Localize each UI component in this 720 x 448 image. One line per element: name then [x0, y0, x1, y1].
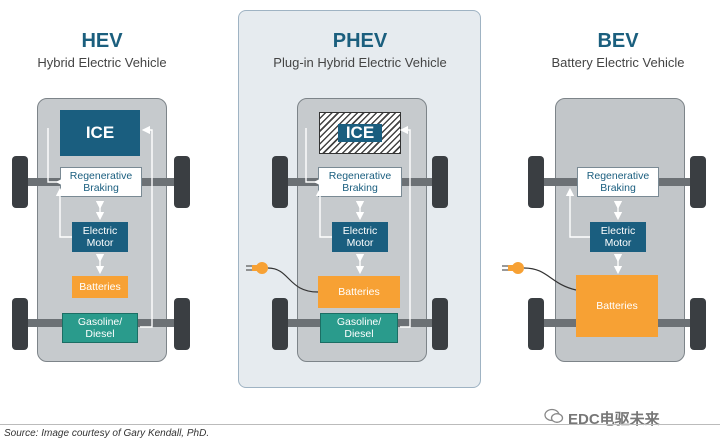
bev-wheel-rear-left: [528, 298, 544, 350]
hev-wheel-rear-right: [174, 298, 190, 350]
hev-fuel-tank-block: Gasoline/ Diesel: [62, 313, 138, 343]
hev-wheel-rear-left: [12, 298, 28, 350]
phev-motor-regen-link: [315, 187, 332, 238]
phev-ice-label: ICE: [337, 124, 383, 142]
bev-subtitle: Battery Electric Vehicle: [551, 55, 685, 70]
bev-wheel-front-left: [528, 156, 544, 208]
phev-wheel-rear-right: [432, 298, 448, 350]
bev-regen-braking-block: Regenerative Braking: [577, 167, 659, 197]
footer-divider: [0, 424, 720, 425]
source-caption: Source: Image courtesy of Gary Kendall, …: [4, 428, 210, 439]
phev-loop-arrow-left: [305, 128, 323, 187]
bev-wheel-front-right: [690, 156, 706, 208]
hev-wheel-front-left: [12, 156, 28, 208]
hev-batteries-block: Batteries: [72, 276, 128, 298]
phev-loop-arrow-right: [399, 125, 411, 328]
wechat-icon: [544, 408, 564, 423]
hev-motor-regen-link: [55, 187, 72, 238]
hev-title: HEV: [81, 30, 123, 52]
hev-regen-braking-block: Regenerative Braking: [60, 167, 142, 197]
phev-ice-block: ICE: [319, 112, 401, 154]
phev-wheel-rear-left: [272, 298, 288, 350]
phev-subtitle: Plug-in Hybrid Electric Vehicle: [273, 55, 447, 70]
phev-wheel-front-left: [272, 156, 288, 208]
hev-wheel-front-right: [174, 156, 190, 208]
bev-title: BEV: [597, 30, 639, 52]
watermark-text: EDC电驱未来: [568, 411, 660, 428]
bev-batteries-block: Batteries: [576, 275, 658, 337]
phev-regen-braking-block: Regenerative Braking: [318, 167, 402, 197]
phev-fuel-tank-block: Gasoline/ Diesel: [320, 313, 398, 343]
hev-subtitle: Hybrid Electric Vehicle: [37, 55, 167, 70]
hev-loop-arrow-left: [47, 128, 65, 187]
bev-motor-regen-link: [565, 187, 590, 238]
phev-title: PHEV: [332, 30, 388, 52]
hev-ice-block: ICE: [60, 110, 140, 156]
hev-loop-arrow-right: [140, 125, 153, 328]
phev-plug-icon: [246, 262, 319, 293]
bev-wheel-rear-right: [690, 298, 706, 350]
phev-electric-motor-block: Electric Motor: [332, 222, 388, 252]
bev-electric-motor-block: Electric Motor: [590, 222, 646, 252]
phev-batteries-block: Batteries: [318, 276, 400, 308]
phev-wheel-front-right: [432, 156, 448, 208]
hev-electric-motor-block: Electric Motor: [72, 222, 128, 252]
bev-plug-icon: [502, 262, 577, 291]
